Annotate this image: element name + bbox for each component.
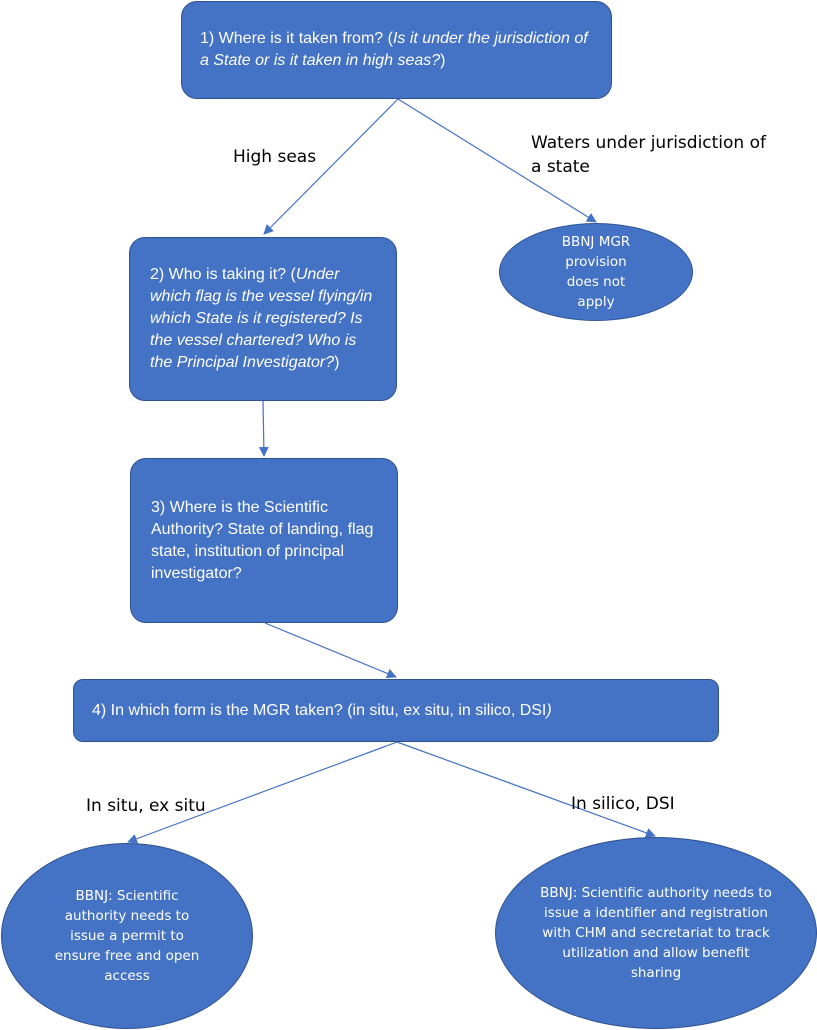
label-in-situ-ex-situ: In situ, ex situ <box>86 796 206 816</box>
issue-permit-text: BBNJ: Scientific authority needs to issu… <box>54 888 200 984</box>
question-4-italic: ) <box>546 701 552 719</box>
issue-identifier-text: BBNJ: Scientific authority needs to issu… <box>540 885 772 981</box>
question-3-box: 3) Where is the Scientific Authority? St… <box>130 458 398 623</box>
question-2-lead: 2) Who is taking it? ( <box>150 266 296 283</box>
connector-q1-to-no-apply <box>397 98 597 223</box>
connector-q4-to-permit <box>127 741 398 844</box>
label-high-seas: High seas <box>233 147 317 167</box>
connector-q3-to-q4 <box>264 622 397 679</box>
provision-not-apply-text: BBNJ MGR provision does not apply <box>561 234 631 310</box>
question-3-text: 3) Where is the Scientific Authority? St… <box>151 498 374 582</box>
question-2-box: 2) Who is taking it? (Under which flag i… <box>129 237 397 401</box>
question-1-lead: 1) Where is it taken from? ( <box>200 30 393 47</box>
question-4-text: 4) In which form is the MGR taken? (in s… <box>92 700 552 722</box>
question-1-box: 1) Where is it taken from? (Is it under … <box>181 1 612 99</box>
question-4-lead: 4) In which form is the MGR taken? (in s… <box>92 701 547 719</box>
label-waters-jurisdiction: Waters under jurisdiction of a state <box>531 133 766 177</box>
provision-not-apply-oval: BBNJ MGR provision does not apply <box>499 223 693 321</box>
question-4-box: 4) In which form is the MGR taken? (in s… <box>73 679 719 742</box>
connector-q4-to-identifier <box>396 741 656 838</box>
label-in-silico-dsi: In silico, DSI <box>571 794 675 814</box>
question-1-text: 1) Where is it taken from? (Is it under … <box>200 28 595 72</box>
question-2-tail: ) <box>334 354 340 371</box>
issue-identifier-oval: BBNJ: Scientific authority needs to issu… <box>495 837 817 1029</box>
issue-permit-oval: BBNJ: Scientific authority needs to issu… <box>1 843 253 1029</box>
question-2-italic: Under which flag is the vessel flying/in… <box>150 266 373 371</box>
question-2-text: 2) Who is taking it? (Under which flag i… <box>150 264 382 374</box>
connector-q1-to-q2 <box>263 98 399 235</box>
question-1-italic: Is it under the jurisdiction of a State … <box>200 30 588 69</box>
connector-q2-to-q3 <box>258 400 269 457</box>
question-1-tail: ) <box>440 52 446 69</box>
